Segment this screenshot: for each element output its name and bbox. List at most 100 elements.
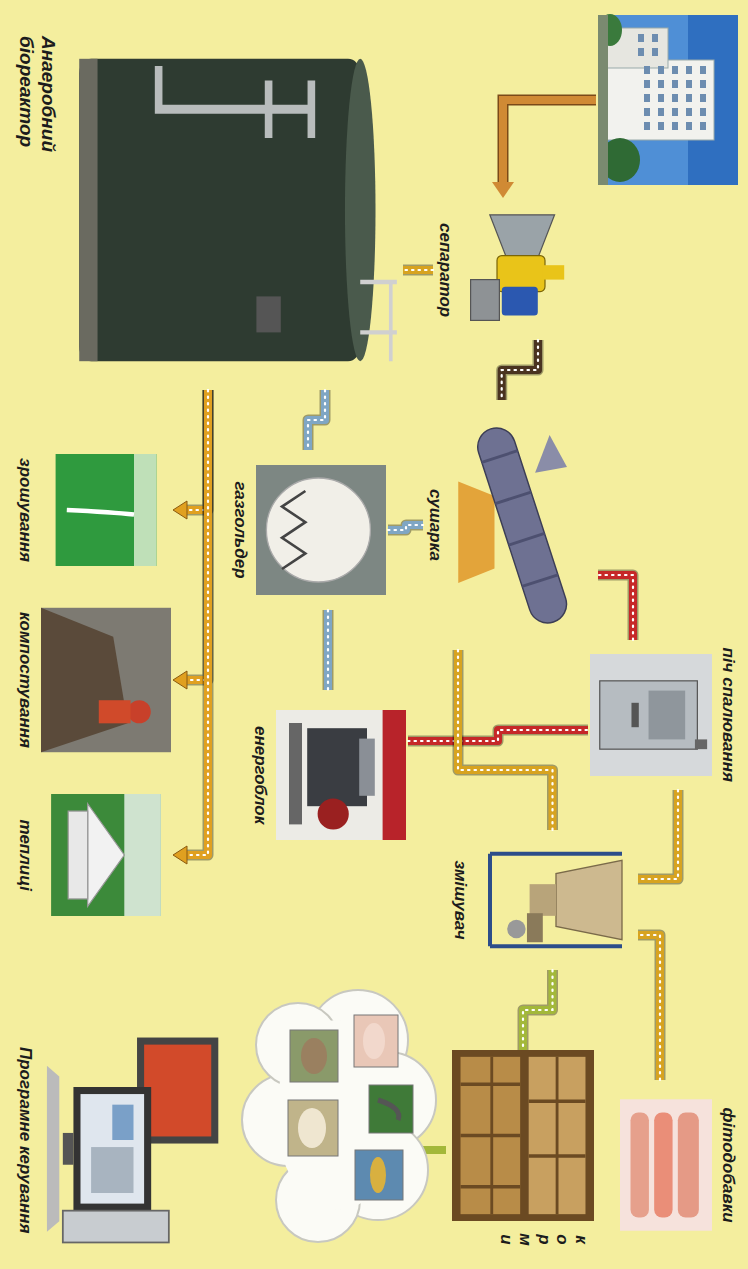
- picture-shape: [41, 608, 128, 752]
- picture-shape: [700, 122, 706, 130]
- pipe-shadow: [638, 790, 678, 879]
- photo-area: [452, 1050, 594, 1221]
- unit-picture: [67, 30, 403, 390]
- photo-area: [620, 1084, 712, 1246]
- picture-shape: [678, 1112, 699, 1217]
- picture-shape: [686, 80, 692, 88]
- pipe-dots: [638, 935, 660, 1080]
- pipe-dots: [327, 610, 329, 690]
- gasholder-sphere: газгольдер: [228, 450, 388, 610]
- unit-label: сушарка: [426, 489, 445, 561]
- pipe-body: [388, 525, 423, 530]
- picture-shape: [369, 1085, 413, 1133]
- photo-area: [476, 834, 636, 966]
- unit-picture: [620, 1084, 712, 1246]
- picture-shape: [318, 798, 349, 829]
- picture-shape: [128, 700, 151, 723]
- unit-picture: [41, 794, 171, 916]
- pipe-body: [523, 970, 553, 1050]
- building-photo: [598, 14, 738, 185]
- arrow-head: [173, 501, 187, 519]
- picture-shape: [686, 122, 692, 130]
- phyto-additives: фітодобавки: [618, 1080, 738, 1250]
- picture-shape: [458, 482, 494, 584]
- picture-shape: [556, 860, 622, 939]
- picture-shape: [276, 710, 406, 840]
- picture-shape: [134, 454, 156, 566]
- feed-stock: корми: [448, 1050, 598, 1250]
- pipe-connector: [502, 340, 538, 400]
- pipe-dots: [523, 970, 553, 1050]
- picture-shape: [363, 1023, 385, 1059]
- label-block: сепаратор: [435, 223, 455, 317]
- picture-shape: [144, 1045, 211, 1137]
- picture-shape: [658, 108, 664, 116]
- pipe-connector: [638, 935, 660, 1080]
- pipe-body: [638, 790, 678, 879]
- pipe-body: [598, 575, 633, 640]
- animals-cloud: [242, 990, 436, 1242]
- label-block: зрошування: [15, 458, 35, 562]
- pipe-connector: [523, 970, 553, 1050]
- picture-shape: [51, 794, 161, 916]
- pipe-connector: [328, 610, 329, 690]
- unit-label: Анаеробний біореактор: [16, 36, 59, 152]
- photo-area: [41, 604, 171, 756]
- picture-shape: [81, 1094, 145, 1204]
- label-block: піч спалювання: [718, 648, 738, 783]
- pipe-body: [185, 390, 208, 855]
- unit-label: піч спалювання: [719, 648, 738, 783]
- unit-label: сепаратор: [436, 223, 455, 317]
- picture-shape: [301, 1038, 327, 1074]
- picture-shape: [686, 108, 692, 116]
- picture-shape: [354, 1015, 398, 1067]
- pipe-shadow: [403, 265, 433, 276]
- picture-shape: [79, 59, 97, 361]
- pipe-dots: [308, 390, 325, 450]
- label-block: теплиці: [15, 820, 35, 891]
- picture-shape: [686, 66, 692, 74]
- picture-shape: [124, 794, 161, 916]
- picture-shape: [638, 34, 644, 42]
- picture-shape: [672, 108, 678, 116]
- pipe-body: [308, 390, 325, 450]
- picture-shape: [700, 94, 706, 102]
- picture-shape: [266, 478, 370, 582]
- picture-shape: [644, 94, 650, 102]
- pipe-dots: [598, 575, 633, 640]
- picture-shape: [345, 59, 376, 361]
- picture-shape: [644, 108, 650, 116]
- photo-area: [67, 30, 403, 390]
- picture-shape: [256, 465, 386, 595]
- picture-shape: [535, 435, 567, 473]
- picture-shape: [620, 1099, 712, 1230]
- photo-area: [590, 644, 712, 786]
- unit-label: Програмне керування: [16, 1047, 35, 1233]
- greenhouse: теплиці: [13, 790, 173, 920]
- pipe-shadow: [638, 935, 660, 1080]
- picture-shape: [695, 739, 707, 749]
- picture-shape: [288, 1100, 338, 1156]
- label-block: змішувач: [450, 861, 470, 940]
- photo-area: [41, 1034, 226, 1246]
- picture-shape: [644, 80, 650, 88]
- picture-shape: [370, 1157, 386, 1193]
- picture-shape: [672, 94, 678, 102]
- waste-flow-arrow: [492, 100, 596, 198]
- picture-shape: [503, 100, 596, 184]
- picture-shape: [360, 282, 397, 361]
- picture-shape: [88, 804, 125, 906]
- picture-shape: [600, 681, 698, 749]
- pipe-shadow: [458, 650, 553, 830]
- pipe-connector: [308, 390, 325, 450]
- label-block: сушарка: [425, 489, 445, 561]
- unit-picture: [276, 694, 406, 856]
- compost-heap: компостування: [13, 600, 173, 760]
- pipe-connector: [458, 650, 553, 830]
- picture-shape: [452, 1050, 594, 1221]
- unit-picture: [590, 644, 712, 786]
- picture-shape: [79, 59, 360, 361]
- picture-shape: [256, 296, 280, 332]
- picture-shape: [658, 122, 664, 130]
